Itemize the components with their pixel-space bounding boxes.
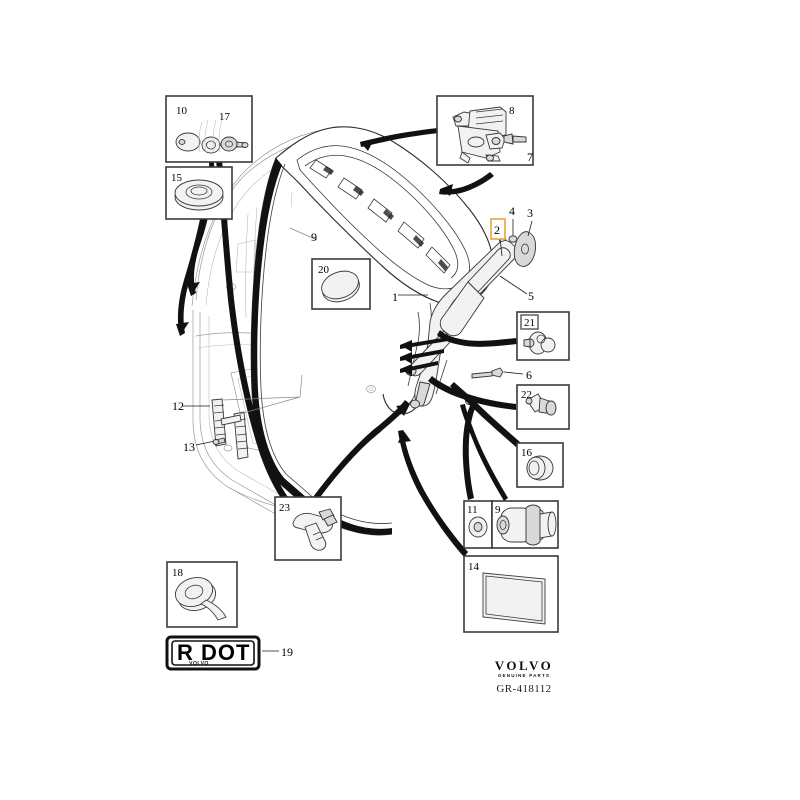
callout-2: 2	[494, 223, 500, 237]
callout-3: 3	[527, 206, 533, 220]
inset-number-11: 11	[467, 504, 478, 516]
license-plate-group: R DOT VOLVO	[165, 635, 261, 671]
inset-number-16: 16	[521, 447, 533, 459]
inset-box-23: 23	[274, 496, 342, 561]
inset-box-10-17: 10 17	[165, 95, 253, 163]
license-plate-subtext: VOLVO	[189, 661, 209, 667]
callout-19: 19	[281, 645, 293, 659]
footer-branding: VOLVO GENUINE PARTS GR-418112	[495, 658, 553, 695]
inset-number-17: 17	[219, 111, 231, 123]
inset-box-21: 21	[516, 311, 570, 361]
inset-number-20: 20	[318, 264, 330, 276]
tailgate-panel	[250, 126, 494, 536]
inset-number-9: 9	[495, 504, 501, 516]
callout-13: 13	[183, 440, 195, 454]
callout-5: 5	[528, 289, 534, 303]
inset-box-11: 11	[463, 500, 493, 549]
callout-1: 1	[392, 290, 398, 304]
callout-6: 6	[526, 368, 532, 382]
inset-number-21: 21	[524, 317, 535, 329]
inset-box-9: 9	[491, 500, 559, 549]
inset-box-18: 18	[166, 561, 238, 628]
brand-subtitle: GENUINE PARTS	[498, 673, 550, 678]
inset-number-8: 8	[509, 105, 515, 117]
inset-box-20: 20	[311, 258, 371, 310]
brand-wordmark: VOLVO	[495, 658, 553, 673]
reference-code: GR-418112	[496, 683, 551, 695]
callout-9: 9	[311, 230, 317, 244]
inset-number-15: 15	[171, 172, 183, 184]
callout-4: 4	[509, 204, 515, 218]
inset-number-22: 22	[521, 389, 532, 401]
inset-number-14: 14	[468, 561, 480, 573]
inset-box-hinge: 8	[436, 95, 534, 166]
inset-box-16: 16	[516, 442, 564, 488]
license-plate-text: R DOT	[177, 640, 250, 665]
inset-box-14: 14	[463, 555, 559, 633]
inset-box-15: 15	[165, 166, 233, 220]
inset-number-18: 18	[172, 567, 184, 579]
callout-7: 7	[527, 150, 533, 164]
inset-number-23: 23	[279, 502, 291, 514]
callout-12: 12	[172, 399, 184, 413]
inset-box-22: 22	[516, 384, 570, 430]
striker-bracket-group	[211, 374, 303, 460]
inset-number-10: 10	[176, 105, 188, 117]
callout-numbers: 1 2 3 4 5 6 7 9 12 13 19	[172, 150, 534, 659]
